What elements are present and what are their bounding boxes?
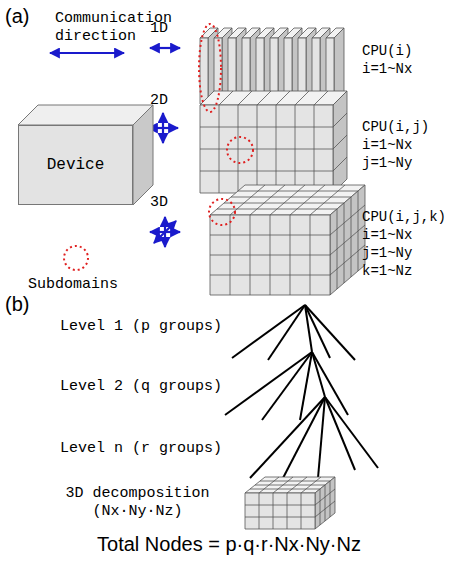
grid-line (333, 157, 347, 171)
legend-note: Subdomains (28, 276, 118, 294)
grid-line (290, 185, 325, 215)
comm-arrow-3d (154, 221, 176, 243)
comm-arrow (50, 52, 124, 54)
grid-line (287, 493, 288, 529)
grid-line (314, 91, 328, 105)
grid-line (358, 191, 359, 271)
grid-line (333, 113, 347, 127)
grid-line (330, 225, 365, 255)
subdomain-marker (227, 137, 253, 163)
grid-line (344, 203, 345, 283)
grid-line (250, 489, 320, 490)
dim-label: 3D (150, 194, 168, 212)
grid-line (200, 149, 333, 150)
comm-arrow-2d (162, 113, 164, 143)
grid-line (325, 485, 326, 521)
decomposition-label: 3D decomposition (Nx·Ny·Nz) (50, 485, 225, 521)
range-label: j=1~Ny (362, 154, 412, 172)
tree-lines (225, 305, 378, 478)
caption-formula: Total Nodes = p·q·r·Nx·Ny·Nz (0, 532, 458, 556)
grid-line (257, 91, 271, 105)
comm-arrow-1d (150, 47, 180, 49)
cpu-label: CPU(i,j) (362, 118, 429, 136)
grid-line (351, 197, 352, 277)
grid-line (320, 489, 321, 525)
block-front (200, 38, 208, 104)
grid-line (231, 197, 351, 198)
grid-line (238, 191, 358, 192)
subdomain-marker (64, 246, 88, 270)
grid-line (337, 209, 338, 289)
box-label: Device (47, 156, 105, 174)
range-label: k=1~Nz (362, 262, 412, 280)
grid-line (273, 493, 274, 529)
panel-letter: (a) (5, 4, 29, 28)
level-label: Level n (r groups) (60, 440, 222, 458)
dim-label: 1D (150, 20, 168, 38)
range-label: j=1~Ny (362, 244, 412, 262)
grid-line (310, 185, 345, 215)
panel-letter: (b) (5, 292, 29, 316)
block-side (333, 91, 347, 193)
subdomain-marker (209, 199, 235, 225)
block-top (200, 91, 347, 105)
range-label: i=1~Nx (362, 60, 412, 78)
grid-line (255, 485, 325, 486)
grid-line (260, 481, 330, 482)
block-front (200, 105, 333, 193)
dim-label: 2D (150, 92, 168, 110)
cpu-label: CPU(i,j,k) (362, 208, 446, 226)
grid-line (276, 91, 290, 105)
grid-line (210, 235, 330, 236)
device-faces (18, 105, 153, 205)
grid-line (295, 91, 309, 105)
level-label: Level 1 (p groups) (60, 318, 222, 336)
block-side (330, 185, 365, 295)
grid-line (210, 275, 330, 276)
grid-line (238, 91, 252, 105)
grid-line (259, 493, 260, 529)
device-box: Device (18, 125, 133, 205)
level-label: Level 2 (q groups) (60, 378, 222, 396)
grid-line (270, 185, 305, 215)
grid-line (330, 245, 365, 275)
grid-line (210, 255, 330, 256)
grid-line (330, 205, 365, 235)
range-label: i=1~Nx (362, 226, 412, 244)
grid-line (224, 203, 344, 204)
grid-line (245, 505, 315, 506)
grid-line (200, 171, 333, 172)
range-label: i=1~Nx (362, 136, 412, 154)
grid-line (250, 185, 285, 215)
block-front (245, 493, 315, 529)
grid-line (330, 481, 331, 517)
grid-line (245, 517, 315, 518)
block-front (210, 215, 330, 295)
note: Communication direction (55, 10, 195, 46)
grid-line (230, 185, 265, 215)
grid-line (200, 127, 333, 128)
grid-line (333, 135, 347, 149)
cpu-label: CPU(i) (362, 42, 412, 60)
grid-line (219, 91, 233, 105)
subdomain-marker (199, 24, 221, 112)
grid-line (217, 209, 337, 210)
grid-line (301, 493, 302, 529)
